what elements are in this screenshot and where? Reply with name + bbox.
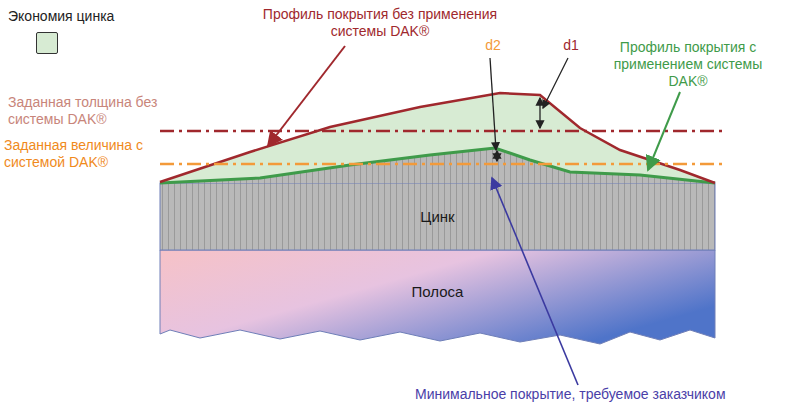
profile-label: Профиль покрытия с применением системы D… bbox=[598, 39, 778, 90]
target-label: Заданная величина с системой DAK® bbox=[4, 137, 160, 171]
target-label: Заданная толщина без системы DAK® bbox=[8, 94, 198, 128]
note-label: Минимальное покрытие, требуемое заказчик… bbox=[415, 386, 785, 403]
legend-text: Экономия цинка bbox=[8, 8, 114, 25]
dimension-label: d1 bbox=[556, 37, 586, 54]
zinc-band: Цинк bbox=[160, 183, 715, 250]
profile-label: Профиль покрытия без применения системы … bbox=[255, 6, 505, 40]
dimension-label: d2 bbox=[478, 37, 508, 54]
strip-band: Полоса bbox=[160, 250, 715, 332]
band-label: Цинк bbox=[420, 208, 454, 225]
band-label: Полоса bbox=[412, 283, 464, 300]
legend-swatch bbox=[36, 32, 58, 54]
